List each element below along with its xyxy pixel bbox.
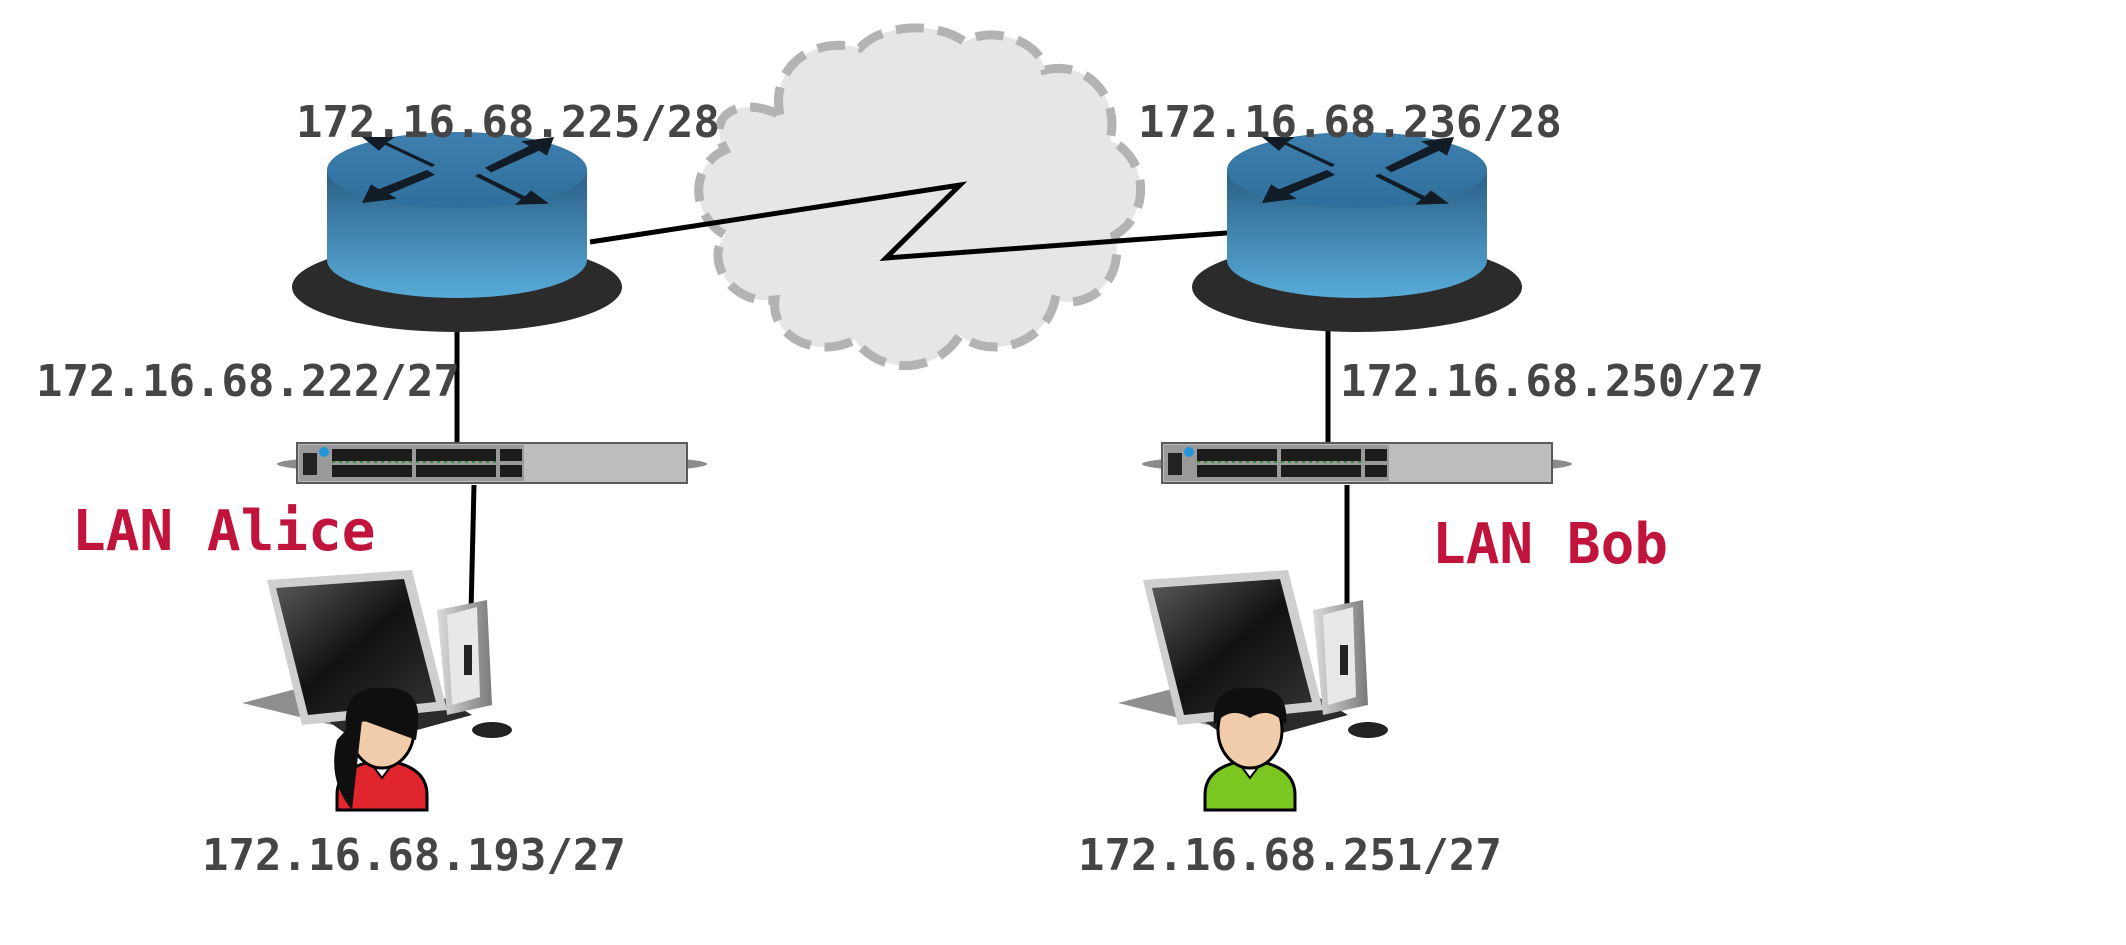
alice-host-ip: 172.16.68.193/27 <box>202 830 626 881</box>
router-right-wan-ip: 172.16.68.236/28 <box>1138 97 1562 148</box>
link-switch-left-alice <box>468 484 477 613</box>
bob-host-ip: 172.16.68.251/27 <box>1078 830 1502 881</box>
lan-bob-label: LAN Bob <box>1432 512 1668 577</box>
router-right-lan-ip: 172.16.68.250/27 <box>1340 356 1764 407</box>
switch-right-icon <box>1141 442 1573 484</box>
switch-left-icon <box>276 442 708 484</box>
router-left-wan-ip: 172.16.68.225/28 <box>296 97 720 148</box>
lan-alice-label: LAN Alice <box>72 499 375 564</box>
user-bob-icon <box>1203 686 1297 812</box>
router-left-icon <box>292 132 622 332</box>
router-right-icon <box>1192 132 1522 332</box>
wan-link <box>589 181 1241 261</box>
user-alice-icon <box>332 686 429 812</box>
cloud-icon <box>694 23 1146 371</box>
router-left-lan-ip: 172.16.68.222/27 <box>36 356 460 407</box>
